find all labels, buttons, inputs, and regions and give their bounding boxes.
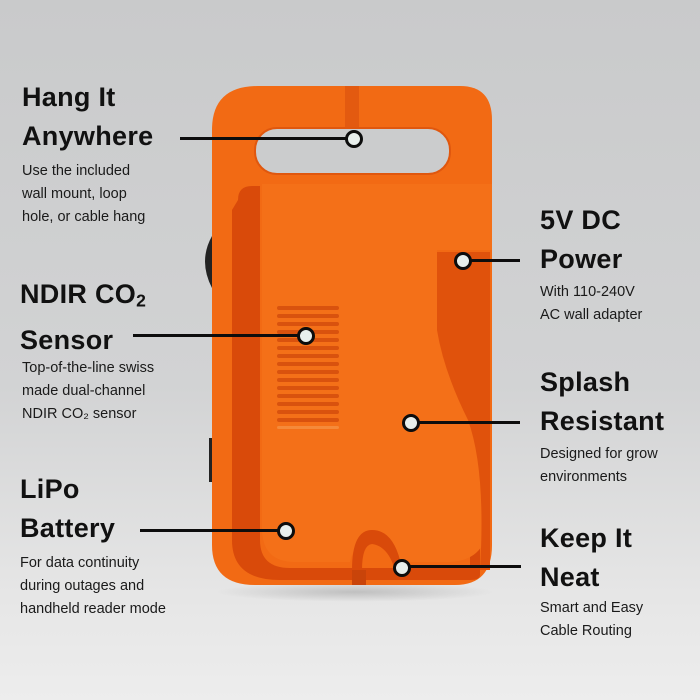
leader-line-neat (409, 565, 521, 568)
leader-line-sensor (133, 334, 303, 337)
power-recess (437, 252, 490, 570)
callout-title-battery: LiPo Battery (20, 474, 116, 543)
callout-desc-neat: Smart and Easy Cable Routing (540, 600, 644, 639)
marker-hang (345, 130, 363, 148)
inner-groove (232, 186, 480, 580)
bottom-notch (352, 570, 366, 585)
callout-desc-splash: Designed for grow environments (540, 446, 658, 485)
callout-title-sensor: NDIR CO2 Sensor (20, 279, 147, 355)
marker-sensor (297, 327, 315, 345)
callout-desc-sensor: Top-of-the-line swiss made dual-channel … (22, 360, 155, 422)
callout-desc-hang: Use the included wall mount, loop hole, … (22, 163, 146, 225)
back-panel (262, 184, 492, 562)
leader-line-power (470, 259, 520, 262)
callout-title-neat: Keep It Neat (540, 523, 633, 592)
leader-line-hang (180, 137, 350, 140)
top-notch (345, 86, 359, 130)
leader-line-battery (140, 529, 280, 532)
marker-neat (393, 559, 411, 577)
callout-desc-battery: For data continuity during outages and h… (20, 555, 166, 617)
callout-desc-power: With 110-240V AC wall adapter (540, 284, 643, 323)
marker-battery (277, 522, 295, 540)
callout-title-power: 5V DC Power (540, 205, 623, 274)
callout-title-hang: Hang It Anywhere (22, 82, 154, 151)
side-knob (205, 236, 212, 288)
side-button (209, 438, 213, 482)
callout-title-splash: Splash Resistant (540, 367, 665, 436)
device-shadow (215, 582, 495, 602)
sensor-vent (277, 306, 339, 429)
leader-line-splash (418, 421, 520, 424)
